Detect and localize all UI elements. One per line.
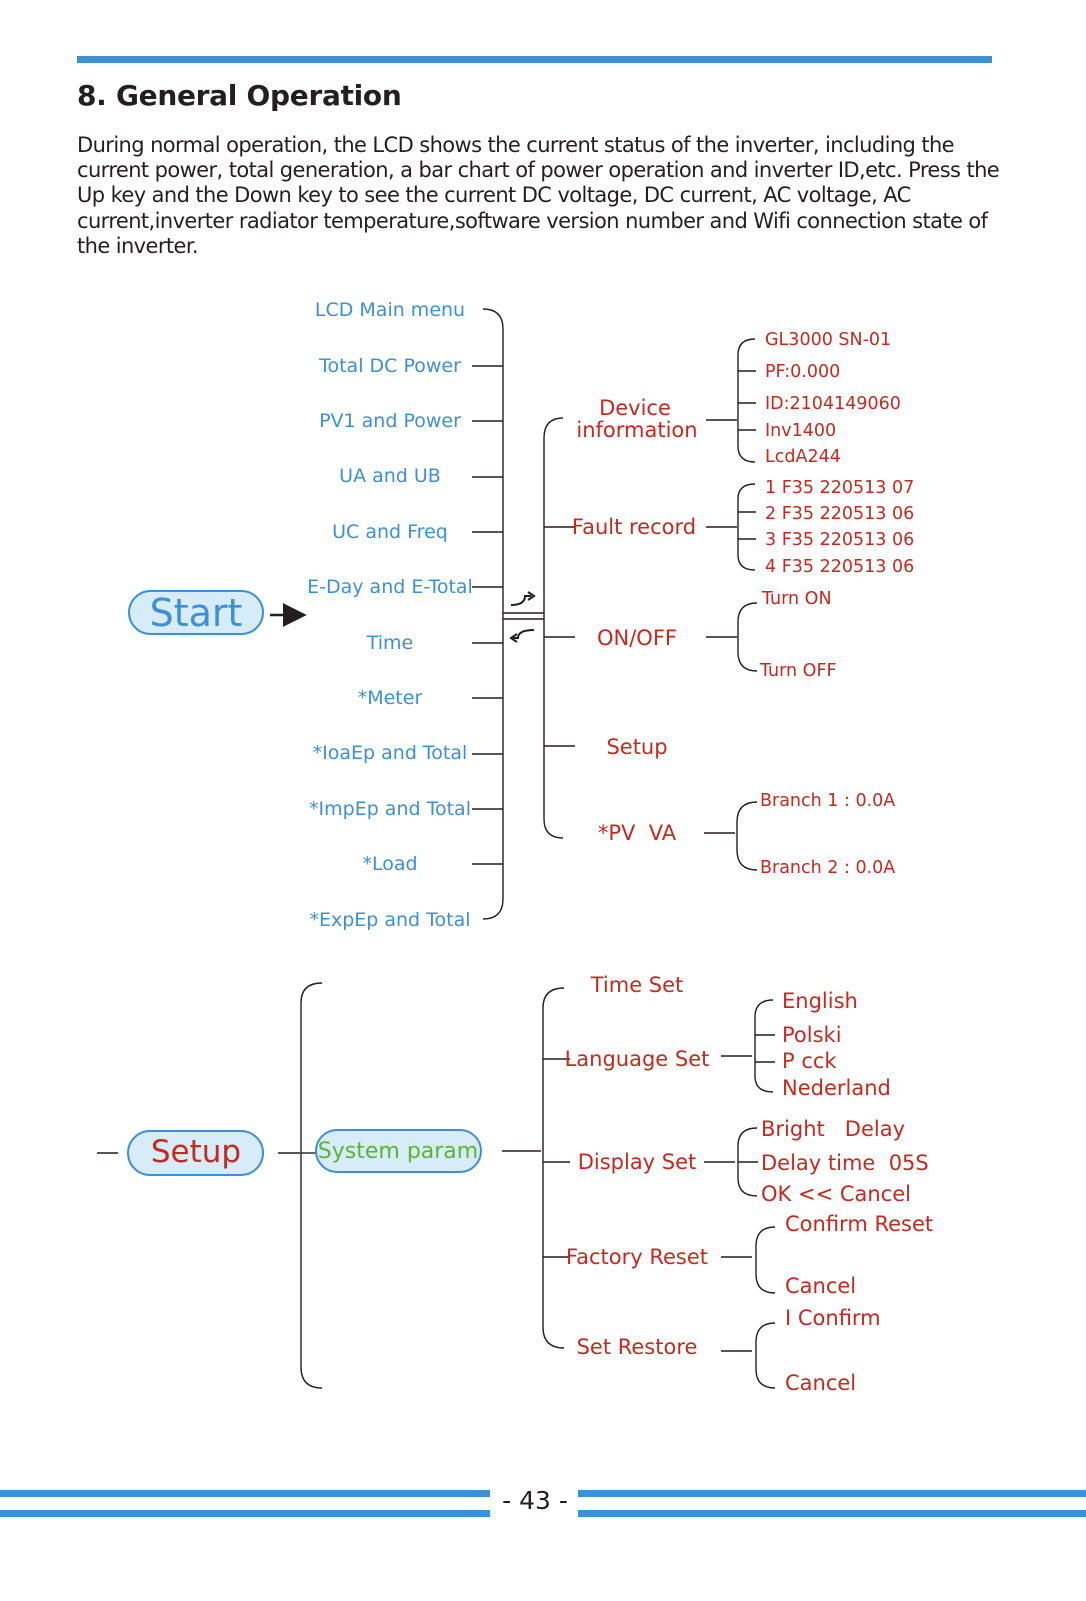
set-restore-option: Cancel — [785, 1371, 856, 1395]
language-option: English — [782, 989, 858, 1013]
factory-reset-label: Factory Reset — [566, 1245, 708, 1269]
display-option: Delay time 05S — [761, 1151, 929, 1175]
set-restore-bracket — [755, 1322, 776, 1389]
language-option: P cck — [782, 1049, 837, 1073]
main-menu-item: *Meter — [358, 687, 423, 709]
fault-record-item: 4 F35 220513 06 — [765, 557, 914, 577]
setup-pill — [127, 1130, 264, 1176]
fault-record-item: 3 F35 220513 06 — [765, 530, 914, 550]
fault-record-item: 2 F35 220513 06 — [765, 504, 914, 524]
device-info-item: LcdA244 — [765, 447, 841, 467]
main-menu-item: Total DC Power — [318, 355, 461, 377]
turn-on-option: Turn ON — [761, 589, 832, 609]
main-menu-item: *ImpEp and Total — [309, 798, 471, 820]
factory-reset-option: Confirm Reset — [785, 1212, 933, 1236]
device-info-item: GL3000 SN-01 — [765, 330, 891, 350]
pv-va-label: *PV VA — [598, 821, 677, 845]
section-heading: 8. General Operation — [77, 79, 402, 112]
language-option: Polski — [782, 1023, 842, 1047]
setup-label: Setup — [151, 1134, 241, 1170]
main-menu-bracket — [482, 308, 504, 920]
device-info-item: Inv1400 — [765, 421, 836, 441]
time-set-label: Time Set — [590, 973, 684, 997]
device-info-item: PF:0.000 — [765, 362, 840, 382]
language-set-label: Language Set — [565, 1047, 710, 1071]
intro-paragraph: During normal operation, the LCD shows t… — [77, 133, 1000, 258]
on-off-bracket — [737, 602, 758, 672]
setup-submenu-label: Setup — [606, 735, 667, 759]
display-set-label: Display Set — [578, 1150, 697, 1174]
device-info-item: ID:2104149060 — [765, 394, 901, 414]
set-restore-label: Set Restore — [577, 1335, 698, 1359]
display-option: OK << Cancel — [761, 1182, 911, 1206]
footer-rule-left-2 — [0, 1510, 490, 1517]
factory-reset-option: Cancel — [785, 1274, 856, 1298]
footer-rule-left — [0, 1490, 490, 1497]
fault-record-label: Fault record — [572, 515, 696, 539]
device-info-bracket — [737, 338, 756, 463]
submenu-bracket — [543, 417, 564, 839]
on-off-label: ON/OFF — [597, 626, 677, 650]
main-menu-item: Time — [366, 632, 414, 654]
pv-va-bracket — [736, 801, 758, 871]
down-arrow-icon — [513, 629, 535, 639]
system-param-label: System param — [318, 1139, 478, 1164]
branch-2-value: Branch 2 : 0.0A — [760, 858, 895, 878]
fault-record-bracket — [737, 483, 756, 571]
system-param-bracket — [542, 987, 565, 1349]
main-menu-item: E-Day and E-Total — [307, 576, 473, 598]
start-label: Start — [150, 591, 243, 635]
set-restore-option: I Confirm — [785, 1306, 881, 1330]
main-menu-item: UA and UB — [339, 465, 441, 487]
top-rule — [77, 56, 992, 63]
main-menu-item: LCD Main menu — [315, 299, 465, 321]
footer-rule-right — [578, 1490, 1086, 1497]
main-menu-item: *Load — [362, 853, 417, 875]
main-menu-item: UC and Freq — [332, 521, 448, 543]
display-option: Bright Delay — [761, 1117, 905, 1141]
footer-rule-right-2 — [578, 1510, 1086, 1517]
up-arrow-icon — [510, 595, 531, 606]
language-bracket — [754, 999, 774, 1093]
page-number: - 43 - — [502, 1486, 568, 1515]
language-option: Nederland — [782, 1076, 891, 1100]
factory-reset-bracket — [755, 1226, 776, 1294]
system-param-pill — [315, 1129, 482, 1173]
turn-off-option: Turn OFF — [759, 661, 837, 681]
start-pill — [128, 590, 264, 635]
device-information-label: Device — [599, 396, 671, 420]
branch-1-value: Branch 1 : 0.0A — [760, 791, 895, 811]
main-menu-item: *ExpEp and Total — [309, 909, 470, 931]
device-information-label-2: information — [576, 418, 697, 442]
setup-bracket — [300, 982, 323, 1389]
main-menu-item: PV1 and Power — [319, 410, 461, 432]
main-menu-item: *IoaEp and Total — [313, 742, 468, 764]
fault-record-item: 1 F35 220513 07 — [765, 478, 914, 498]
